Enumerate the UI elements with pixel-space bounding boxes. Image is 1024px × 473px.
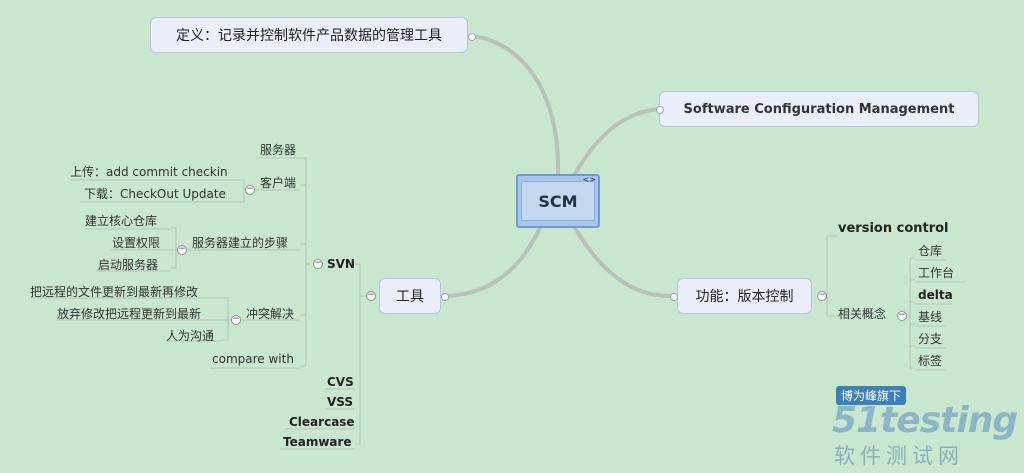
node-version-control[interactable]: version control [838,221,949,236]
client-item[interactable]: 下载：CheckOut Update [84,187,226,201]
client-item[interactable]: 上传：add commit checkin [70,165,228,179]
central-topic-label: SCM [521,181,595,221]
node-server[interactable]: 服务器 [260,143,297,157]
setup-item[interactable]: 设置权限 [112,236,161,250]
watermark-tagline: 博为峰旗下 [836,386,907,405]
concept-item[interactable]: 标签 [918,354,943,368]
topic-definition[interactable]: 定义：记录并控制软件产品数据的管理工具 [150,17,468,53]
topic-connector-dot [656,106,664,114]
topic-connector-dot [468,33,476,41]
node-tool[interactable]: Clearcase [289,415,355,429]
conflict-item[interactable]: 人为沟通 [166,329,215,343]
concept-item[interactable]: delta [918,288,953,302]
node-svn[interactable]: SVN [327,257,355,271]
concept-item[interactable]: 工作台 [918,266,955,280]
node-server-setup[interactable]: 服务器建立的步骤 [192,236,289,250]
node-compare-with[interactable]: compare with [212,352,294,366]
collapse-client-button[interactable]: − [245,184,255,195]
collapse-conflict-button[interactable]: − [231,314,241,325]
conflict-item[interactable]: 放弃修改把远程更新到最新 [57,307,202,321]
concept-item[interactable]: 基线 [918,310,943,324]
topic-connector-dot [670,293,678,301]
node-client[interactable]: 客户端 [260,176,297,190]
collapse-svn-button[interactable]: − [313,258,323,269]
collapse-function-button[interactable]: − [817,290,827,301]
collapse-setup-button[interactable]: − [177,244,187,255]
collapse-arrows-icon: <> [582,175,596,184]
setup-item[interactable]: 启动服务器 [98,258,159,272]
topic-full-name[interactable]: Software Configuration Management [659,91,979,127]
node-tool[interactable]: CVS [327,375,354,389]
concept-item[interactable]: 仓库 [918,244,943,258]
central-topic-scm[interactable]: <> SCM [516,174,600,228]
concept-item[interactable]: 分支 [918,332,943,346]
watermark-site-name: 软件测试网 [834,444,964,468]
watermark-logo: 51testing [832,400,1018,441]
topic-function[interactable]: 功能：版本控制 [677,278,812,314]
topic-connector-dot [441,293,449,301]
topic-tools[interactable]: 工具 [379,278,441,314]
conflict-item[interactable]: 把远程的文件更新到最新再修改 [30,285,199,299]
node-tool[interactable]: VSS [327,395,354,409]
node-conflict[interactable]: 冲突解决 [246,307,295,321]
node-tool[interactable]: Teamware [283,435,352,449]
collapse-concepts-button[interactable]: − [897,310,907,321]
node-related-concepts[interactable]: 相关概念 [838,307,887,321]
setup-item[interactable]: 建立核心仓库 [85,214,158,228]
collapse-tools-button[interactable]: − [366,290,376,301]
